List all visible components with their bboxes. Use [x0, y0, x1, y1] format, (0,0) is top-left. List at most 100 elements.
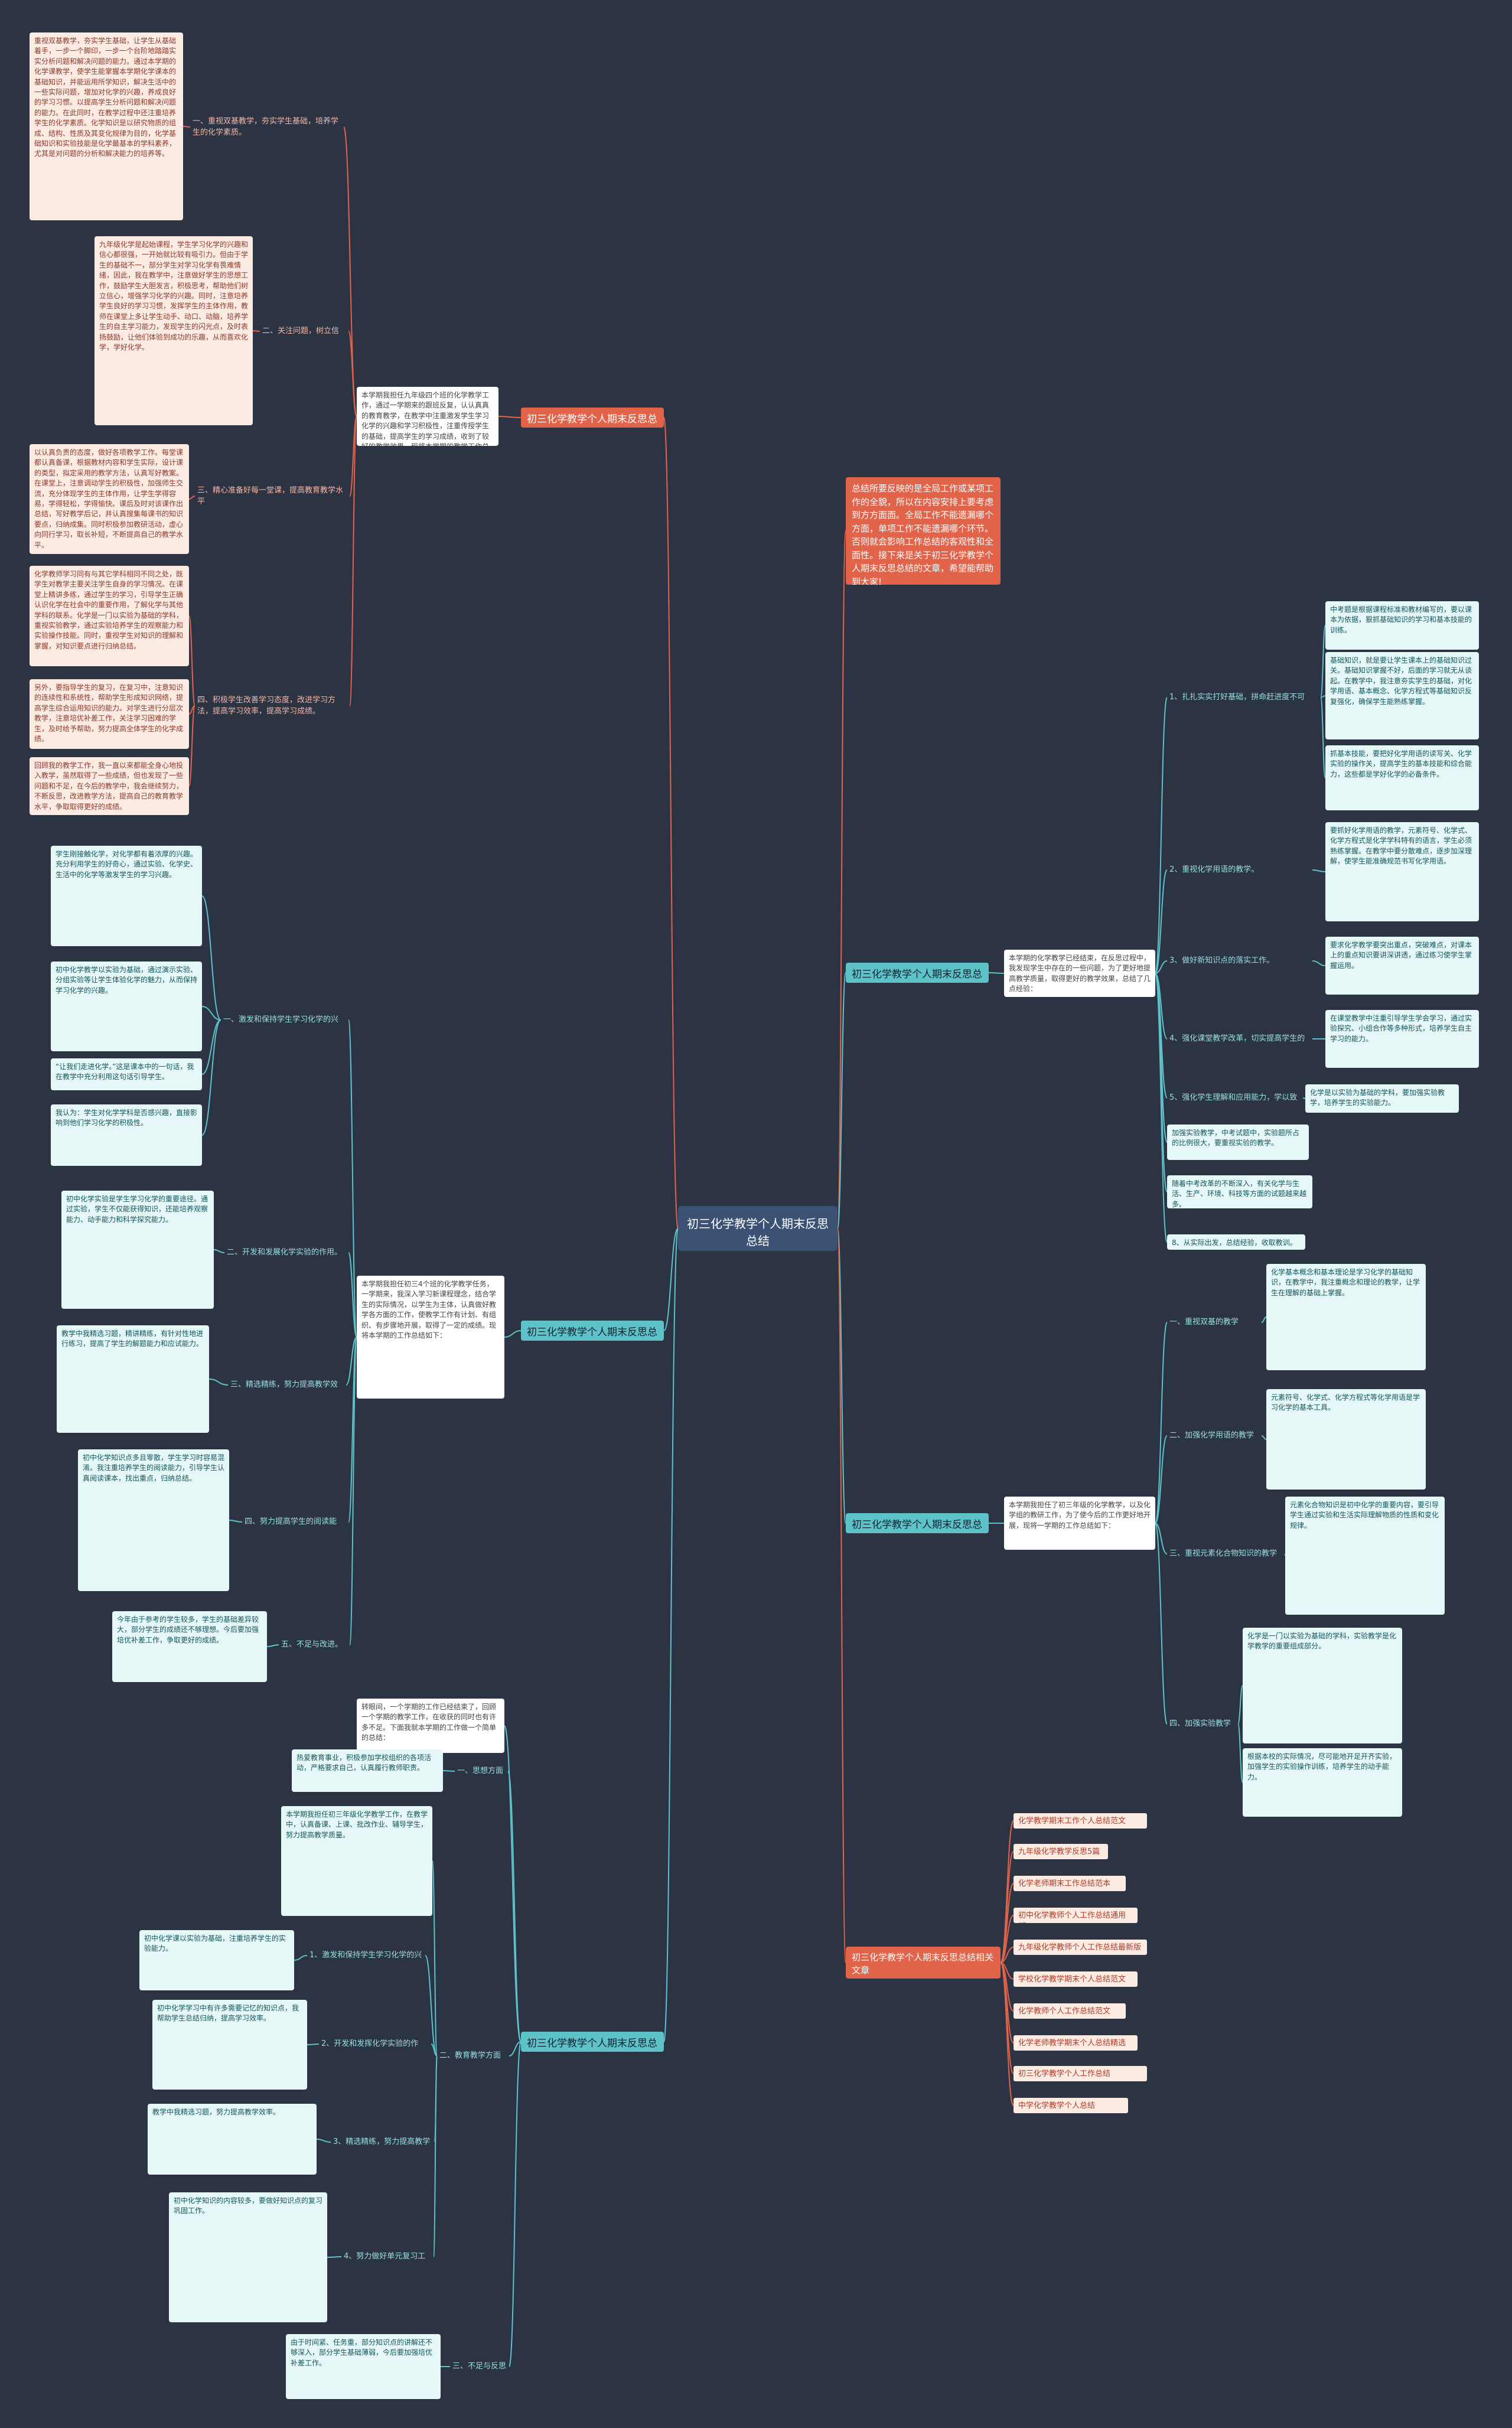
b4-item-1-label[interactable]: 一、重视双基的教学	[1169, 1318, 1239, 1327]
connector-19	[348, 1019, 357, 1338]
b3-item-2-label[interactable]: 二、开发和发展化学实验的作用。	[227, 1248, 343, 1257]
b2-item-4-detail: 在课堂教学中注重引导学生学会学习，通过实验探究、小组合作等多种形式，培养学生自主…	[1325, 1010, 1479, 1068]
connector-29	[208, 1378, 229, 1386]
b3-item-4-detail: 初中化学知识点多且零散，学生学习时容易混淆。我注重培养学生的阅读能力，引导学生认…	[78, 1449, 229, 1591]
connector-68	[1261, 1316, 1267, 1323]
connector-3	[663, 1228, 679, 2042]
b4-item-2-label[interactable]: 二、加强化学用语的教学	[1169, 1431, 1254, 1440]
b1-item-2-label[interactable]: 二、关注问题，树立信心	[262, 327, 340, 338]
b3-item-3-label[interactable]: 三、精选精练，努力提高教学效果。	[230, 1380, 338, 1391]
b5-sub-1-label[interactable]: 1、激发和保持学生学习化学的兴趣。	[309, 1951, 422, 1962]
connector-10	[349, 416, 357, 497]
b4-item-4-detail-b: 根据本校的实际情况，尽可能地开足开齐实验，加强学生的实验操作训练，培养学生的动手…	[1243, 1748, 1402, 1817]
connector-81	[1000, 1962, 1014, 2074]
b5-item-2-detail-a: 本学期我担任初三年级化学教学工作，在教学中，认真备课、上课、批改作业、辅导学生，…	[281, 1806, 432, 1916]
connector-75	[1000, 1883, 1014, 1963]
connector-24	[201, 895, 221, 1021]
b1-item-5-detail: 另外，要指导学生的复习，在复习中，注意知识的连续性和系统性，帮助学生形成知识网络…	[30, 679, 189, 749]
connector-26	[201, 1019, 221, 1075]
connector-0	[837, 530, 846, 1229]
connector-17	[188, 705, 195, 787]
b4-item-4-label[interactable]: 四、加强实验教学	[1169, 1719, 1231, 1728]
b2-item-2-detail: 要抓好化学用语的教学，元素符号、化学式、化学方程式是化学学科特有的语言，学生必须…	[1325, 822, 1479, 921]
connector-7	[498, 416, 522, 418]
connector-56	[1320, 625, 1326, 698]
b5-item-3-label[interactable]: 三、不足与反思	[452, 2362, 507, 2371]
b1-item-4-label[interactable]: 四、积极学生改善学习态度，改进学习方法，提高学习效率，提高学习成绩。	[197, 696, 336, 716]
b5-sub-3-label[interactable]: 3、精选精练，努力提高教学效果。	[333, 2137, 431, 2149]
connector-55	[1155, 973, 1168, 1243]
connector-15	[188, 615, 195, 706]
b1-item-1-detail: 重视双基教学，夯实学生基础，让学生从基础着手，一步一个脚印，一步一个台阶地踏踏实…	[30, 32, 183, 220]
connector-74	[1000, 1851, 1014, 1963]
related-link-4[interactable]: 初中化学教师个人工作总结通用版	[1014, 1908, 1138, 1923]
b3-item-1-label[interactable]: 一、激发和保持学生学习化学的兴趣。	[223, 1015, 339, 1026]
b2-item-3-detail: 要求化学教学要突出重点，突破难点，对课本上的重点知识要讲深讲透，通过练习使学生掌…	[1325, 937, 1479, 995]
b5-sub-4-label[interactable]: 4、努力做好单元复习工作。	[344, 2252, 426, 2263]
connector-4	[837, 972, 846, 1229]
connector-28	[213, 1249, 225, 1253]
b3-item-4-label[interactable]: 四、努力提高学生的阅读能力。	[245, 1517, 337, 1529]
connector-49	[1155, 869, 1168, 974]
connector-50	[1155, 960, 1168, 974]
connector-42	[294, 1955, 308, 1961]
connector-2	[663, 1228, 679, 1331]
related-link-2[interactable]: 九年级化学教学反思5篇	[1014, 1844, 1108, 1859]
connector-14	[188, 496, 195, 500]
branch-3-title[interactable]: 初三化学教学个人期末反思总结3	[521, 1321, 664, 1341]
b3-item-1-detail-b: 初中化学教学以实验为基础，通过演示实验、分组实验等让学生体验化学的魅力，从而保持…	[51, 962, 202, 1051]
b5-item-2-label[interactable]: 二、教育教学方面	[439, 2051, 501, 2060]
branch-1-title[interactable]: 初三化学教学个人期末反思总结1	[521, 408, 664, 428]
connector-33	[507, 1771, 522, 2042]
branch-5-title[interactable]: 初三化学教学个人期末反思总结5	[521, 2032, 664, 2052]
b5-sub-2-detail: 初中化学学习中有许多需要记忆的知识点，我帮助学生总结归纳，提高学习效率。	[152, 2000, 307, 2090]
related-link-10[interactable]: 中学化学教学个人总结	[1014, 2098, 1128, 2113]
connector-9	[348, 331, 357, 417]
connector-59	[1312, 869, 1326, 872]
b5-item-1-label[interactable]: 一、思想方面	[457, 1767, 504, 1775]
b1-item-3-label[interactable]: 三、精心准备好每一堂课，提高教育教学水平	[197, 486, 344, 506]
b1-item-4-detail: 化学教师学习同有与其它学科相同不同之处，既学生对教学主要关注学生自身的学习情况。…	[30, 566, 189, 666]
b2-item-7-label[interactable]: 随着中考改革的不断深入，有关化学与生活、生产、环境、科技等方面的试题越来越多。	[1167, 1175, 1312, 1208]
b2-item-3-label[interactable]: 3、做好新知识点的落实工作。	[1169, 956, 1275, 965]
b2-item-2-label[interactable]: 2、重视化学用语的教学。	[1169, 865, 1259, 874]
branch-1-summary: 本学期我担任九年级四个班的化学教学工作，通过一学期来的跟班反复，认认真真的教育教…	[357, 387, 498, 446]
connector-35	[509, 2041, 522, 2367]
connector-77	[1000, 1947, 1014, 1963]
b2-item-4-label[interactable]: 4、强化课堂教学改革，切实提高学生的学习能力。	[1169, 1034, 1305, 1045]
branch-4-title[interactable]: 初三化学教学个人期末反思总结4	[846, 1513, 989, 1533]
branch-3-summary: 本学期我担任初三4个班的化学教学任务，一学期来，我深入学习新课程理念，结合学生的…	[357, 1276, 504, 1399]
b2-item-1-detail-c: 抓基本技能，要把好化学用语的读写关、化学实验的操作关，提高学生的基本技能和综合能…	[1325, 745, 1479, 810]
connector-67	[1155, 1523, 1168, 1725]
connector-37	[432, 1860, 438, 2057]
related-link-7[interactable]: 化学教师个人工作总结范文	[1014, 2003, 1126, 2019]
related-link-9[interactable]: 初三化学教学个人工作总结	[1014, 2066, 1147, 2081]
branch-2-summary: 本学期的化学教学已经结束，在反思过程中，我发现学生中存在的一些问题，为了更好地提…	[1004, 950, 1155, 997]
b4-item-3-label[interactable]: 三、重视元素化合物知识的教学	[1169, 1549, 1278, 1558]
related-link-8[interactable]: 化学老师教学期末个人总结精选	[1014, 2035, 1138, 2051]
b2-item-5-label[interactable]: 5、强化学生理解和应用能力，学以致用。	[1169, 1093, 1298, 1104]
branch-6-title[interactable]: 初三化学教学个人期末反思总结相关文章	[846, 1947, 1001, 1979]
b2-item-6-label[interactable]: 加强实验教学，中考试题中，实验题所占的比例很大，要重视实验的教学。	[1167, 1125, 1309, 1160]
b5-sub-2-label[interactable]: 2、开发和发挥化学实验的作用。	[321, 2039, 419, 2051]
related-link-3[interactable]: 化学老师期末工作总结范本	[1014, 1876, 1126, 1891]
connector-20	[348, 1252, 357, 1338]
related-link-5[interactable]: 九年级化学教师个人工作总结最新版	[1014, 1940, 1147, 1955]
b3-item-5-label[interactable]: 五、不足与改进。	[281, 1640, 343, 1649]
intro-node[interactable]: 总结所要反映的是全局工作或某项工作的全貌，所以在内容安排上要考虑到方方面面。全局…	[846, 477, 1001, 585]
root-node[interactable]: 初三化学教学个人期末反思总结	[678, 1206, 838, 1251]
b3-item-1-detail-c: “让我们走进化学。”这是课本中的一句话，我在教学中充分利用这句话引导学生。	[51, 1058, 202, 1090]
b2-item-1-label[interactable]: 1、扎扎实实打好基础，拼命赶进度不可取。	[1169, 693, 1305, 704]
branch-2-title[interactable]: 初三化学教学个人期末反思总结2	[846, 963, 989, 983]
related-link-6[interactable]: 学校化学教学期末个人总结范文	[1014, 1971, 1138, 1987]
connector-1	[663, 417, 679, 1229]
b2-item-1-detail-a: 中考题是根据课程标准和教材编写的，要以课本为依据，狠抓基础知识的学习和基本技能的…	[1325, 601, 1479, 650]
connector-39	[431, 2044, 438, 2057]
connector-69	[1261, 1435, 1267, 1440]
b3-item-3-detail: 教学中我精选习题，精讲精练，有针对性地进行练习，提高了学生的解题能力和应试能力。	[57, 1325, 209, 1433]
b1-item-1-label[interactable]: 一、重视双基教学，夯实学生基础，培养学生的化学素质。	[193, 117, 339, 137]
related-link-1[interactable]: 化学教学期末工作个人总结范文	[1014, 1813, 1147, 1829]
b2-item-8-label[interactable]: 8、从实际出发，总结经验，收取教训。	[1167, 1234, 1305, 1250]
connector-44	[316, 2139, 331, 2143]
